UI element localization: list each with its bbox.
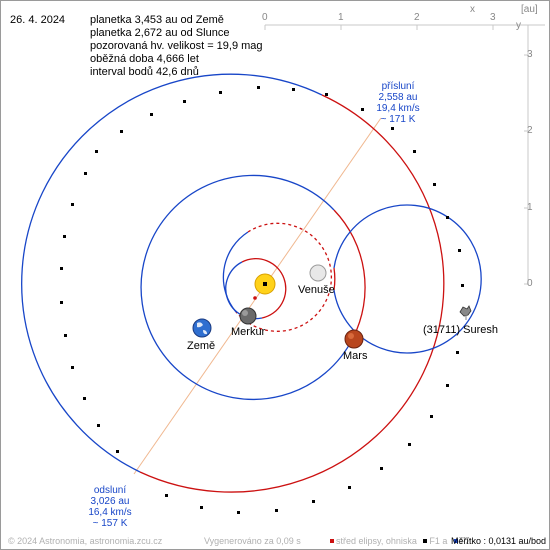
ellipse-center-marker (253, 296, 257, 300)
earth-icon (192, 318, 212, 338)
venus-orbit-dashed (235, 222, 333, 332)
asteroid-orbit-points (60, 86, 464, 514)
generated-time: Vygenerováno za 0,09 s (204, 536, 301, 546)
apsis-line (133, 117, 382, 475)
info-line-distance-earth: planetka 3,453 au od Země (90, 14, 224, 26)
earth-label: Země (187, 340, 216, 352)
asteroid-orbit-above (21, 73, 323, 473)
axis-unit: [au] (521, 4, 538, 15)
x-tick-0: 0 (262, 12, 268, 23)
aphelion-temperature: ~ 157 K (92, 518, 128, 529)
y-tick-1: 1 (527, 202, 533, 213)
aphelion-label: odsluní 3,026 au 16,4 km/s ~ 157 K (80, 485, 140, 529)
copyright-text: © 2024 Astronomia, astronomia.zcu.cz (8, 536, 163, 546)
mercury-icon (239, 307, 257, 325)
info-line-period: oběžná doba 4,666 let (90, 53, 199, 65)
perihelion-temperature: ~ 171 K (380, 114, 416, 125)
center-marker-icon (330, 539, 334, 544)
y-axis-ticks (524, 54, 528, 285)
x-axis-letter: x (470, 4, 475, 15)
earth-orbit-red (333, 267, 336, 291)
date-label: 26. 4. 2024 (10, 14, 66, 26)
mercury-orbit-red (241, 258, 287, 319)
x-tick-1: 1 (338, 12, 344, 23)
x-axis-ticks (264, 25, 494, 30)
mars-orbit-below (333, 209, 366, 339)
legend-f1: F1 a (429, 536, 448, 546)
asteroid-label: (31711) Suresh (423, 324, 499, 336)
x-tick-3: 3 (490, 12, 496, 23)
info-line-distance-sun: planetka 2,672 au od Slunce (90, 27, 230, 39)
mars-orbit-above (140, 174, 354, 401)
earth-orbit (333, 204, 482, 354)
info-line-magnitude: pozorovaná hv. velikost = 19,9 mag (90, 40, 263, 52)
y-tick-2: 2 (527, 125, 533, 136)
focus2-marker-icon (453, 539, 458, 544)
perihelion-title: přísluní (381, 81, 415, 92)
aphelion-speed: 16,4 km/s (88, 507, 132, 518)
asteroid-orbit-below (139, 94, 445, 493)
mercury-label: Merkur (231, 326, 266, 338)
mars-icon (344, 329, 364, 349)
y-tick-3: 3 (527, 49, 533, 60)
venus-label: Venuše (298, 284, 335, 296)
perihelion-speed: 19,4 km/s (376, 103, 420, 114)
legend-center: střed elipsy, ohniska (336, 536, 417, 546)
focus1-marker-icon (423, 539, 428, 544)
y-tick-0: 0 (527, 278, 533, 289)
asteroid-icon (459, 305, 472, 320)
perihelion-distance: 2,558 au (378, 92, 418, 103)
aphelion-distance: 3,026 au (90, 496, 130, 507)
venus-icon (309, 264, 327, 282)
legend: střed elipsy, ohniska F1 a F2 (326, 536, 470, 546)
legend-f2: F2 (459, 536, 471, 546)
mars-label: Mars (343, 350, 368, 362)
aphelion-title: odsluní (93, 485, 127, 496)
y-axis-letter: y (516, 20, 521, 31)
perihelion-label: přísluní 2,558 au 19,4 km/s ~ 171 K (368, 81, 428, 125)
info-block: planetka 3,453 au od Země planetka 2,672… (90, 14, 263, 79)
scale-label: Měřítko : 0,0131 au/bod (450, 536, 546, 546)
x-tick-2: 2 (414, 12, 420, 23)
venus-orbit-solid (222, 231, 249, 313)
info-line-interval: interval bodů 42,6 dnů (90, 66, 199, 78)
